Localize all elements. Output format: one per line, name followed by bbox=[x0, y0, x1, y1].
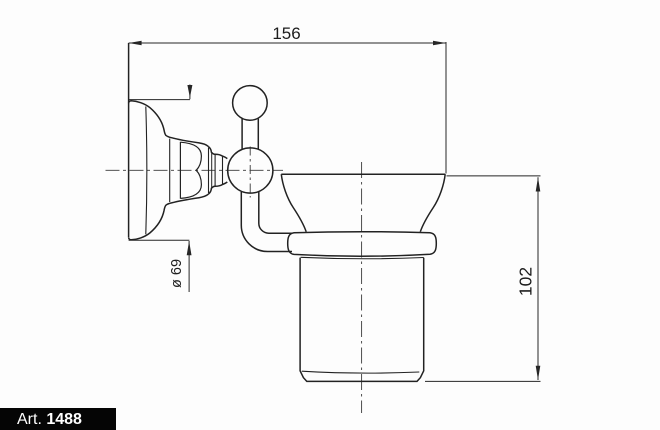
svg-text:Art. 1488: Art. 1488 bbox=[17, 411, 82, 428]
svg-text:156: 156 bbox=[272, 24, 300, 43]
svg-text:102: 102 bbox=[516, 267, 536, 296]
svg-text:ø 69: ø 69 bbox=[169, 259, 185, 288]
